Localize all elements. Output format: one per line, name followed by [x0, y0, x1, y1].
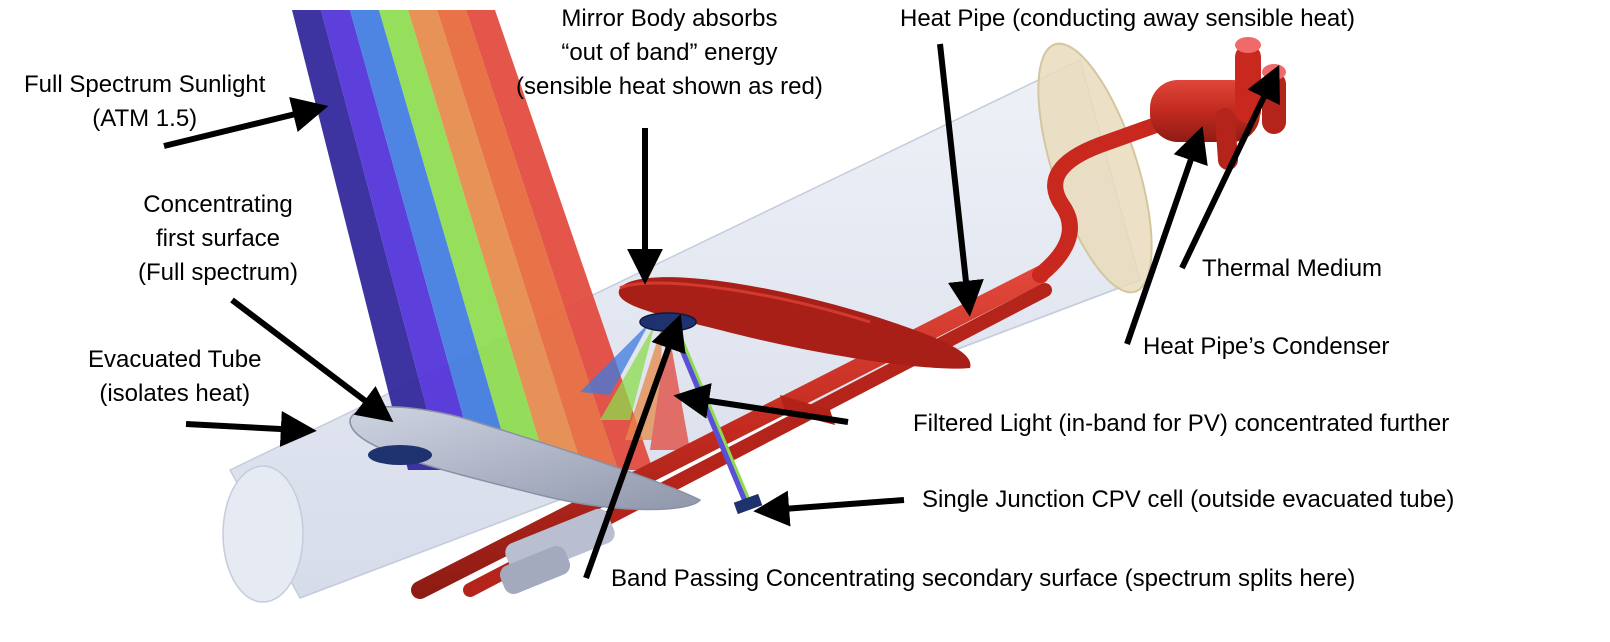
arrow-icon: [185, 411, 317, 447]
arrow-icon: [1179, 64, 1280, 270]
label-filtered-light: Filtered Light (in-band for PV) concentr…: [913, 410, 1450, 437]
arrow-icon: [673, 383, 849, 425]
spectrum-band: [379, 10, 548, 470]
split-rays: [580, 322, 690, 450]
spectrum-band: [350, 10, 513, 470]
arrow-icon: [163, 97, 329, 149]
arrow-icon: [937, 43, 984, 317]
label-evacuated-tube: Evacuated Tube (isolates heat): [88, 346, 262, 407]
label-band-passing-surface: Band Passing Concentrating secondary sur…: [611, 565, 1356, 592]
label-concentrating-first-surface: Concentrating first surface (Full spectr…: [138, 191, 299, 286]
label-condenser: Heat Pipe’s Condenser: [1143, 333, 1390, 360]
arrow-icon: [230, 297, 394, 423]
spectrum-band: [408, 10, 583, 470]
spectrum-band: [292, 10, 443, 470]
spectrum-band: [321, 10, 478, 470]
concentrating-first-surface: [349, 406, 702, 595]
spectrum-beam: [292, 10, 653, 470]
label-thermal-medium: Thermal Medium: [1202, 255, 1383, 282]
arrow-icon: [753, 490, 905, 527]
arrow-icon: [583, 314, 686, 580]
spectrum-band: [437, 10, 618, 470]
arrow-icon: [1124, 126, 1208, 345]
label-heat-pipe: Heat Pipe (conducting away sensible heat…: [900, 5, 1355, 32]
label-cpv-cell: Single Junction CPV cell (outside evacua…: [922, 486, 1455, 513]
label-mirror-body: Mirror Body absorbs “out of band” energy…: [516, 5, 823, 100]
spectrum-band: [466, 10, 653, 470]
label-sunlight: Full Spectrum Sunlight (ATM 1.5): [24, 71, 266, 132]
